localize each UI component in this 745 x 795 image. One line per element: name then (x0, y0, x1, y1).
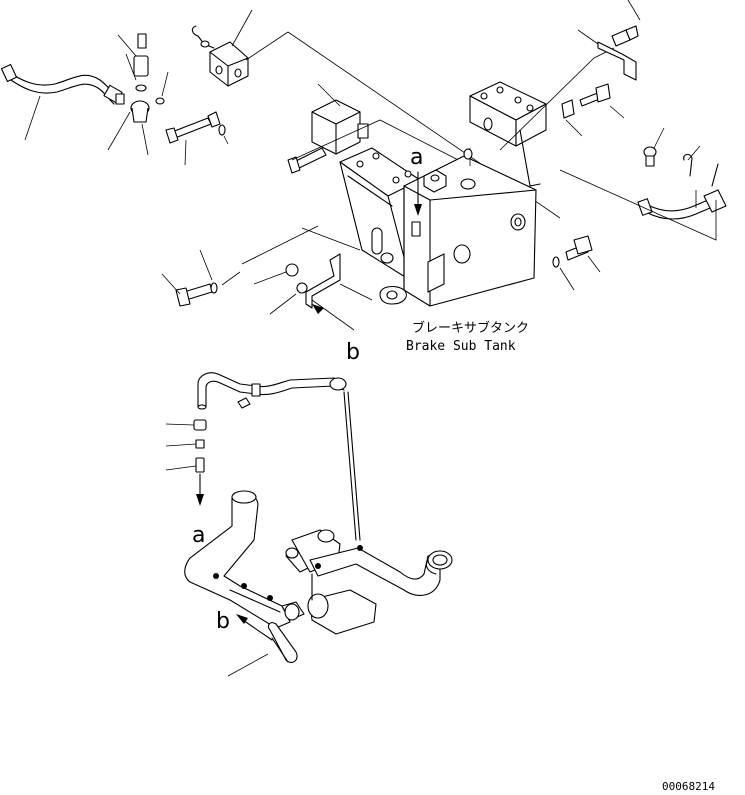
ref-arrow-a-top: a (410, 145, 423, 216)
ref-label-a-top: a (410, 145, 423, 170)
ref-label-b-bottom: b (216, 609, 230, 634)
ref-label-b-top-group: b (346, 340, 360, 365)
bolt-right-lower (552, 235, 601, 291)
ref-label-b-top: b (346, 340, 360, 365)
caption-english: Brake Sub Tank (406, 339, 516, 354)
piping-assembly: a b (165, 372, 453, 677)
tank-caption: ブレーキサブタンク Brake Sub Tank (406, 320, 529, 354)
caption-japanese: ブレーキサブタンク (412, 320, 529, 336)
drawing-code: 00068214 (662, 780, 715, 793)
left-hose-assembly (0, 63, 125, 141)
brake-sub-tank (301, 147, 537, 307)
guard-bracket (287, 83, 471, 174)
ref-label-a-bottom: a (192, 523, 205, 548)
bolt-left-top (165, 111, 229, 166)
union-fitting (107, 100, 150, 156)
bolt-right-mid (561, 83, 625, 137)
small-connector-stack (117, 33, 169, 105)
right-hose-assembly (559, 127, 727, 241)
lower-left-fasteners (161, 225, 373, 331)
right-mount-bracket (469, 0, 641, 187)
